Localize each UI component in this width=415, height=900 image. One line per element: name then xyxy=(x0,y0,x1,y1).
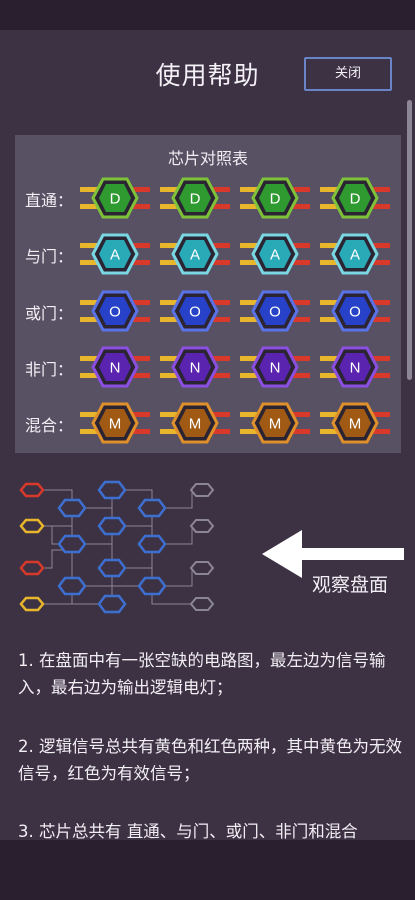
chip-reference-table: 芯片对照表 直通： 与门： 或门： 非门： 混合： D D D D A A A A O O O O N N… xyxy=(15,135,401,453)
chip-icon: O xyxy=(160,290,230,332)
row-label-not: 非门： xyxy=(25,360,74,379)
close-button[interactable]: 关闭 xyxy=(304,57,392,91)
chip-icon: O xyxy=(240,290,310,332)
instruction-3: 3. 芯片总共有 直通、与门、或门、非门和混合 xyxy=(18,822,358,841)
svg-text:O: O xyxy=(189,304,201,321)
bottom-area xyxy=(0,840,415,900)
svg-text:A: A xyxy=(350,247,360,264)
svg-text:N: N xyxy=(350,360,361,377)
instruction-1: 1. 在盘面中有一张空缺的电路图，最左边为信号输入，最右边为输出逻辑电灯； xyxy=(18,651,386,697)
left-arrow-icon xyxy=(262,530,404,578)
svg-text:A: A xyxy=(110,247,120,264)
svg-text:M: M xyxy=(269,416,282,433)
svg-text:A: A xyxy=(270,247,280,264)
chip-icon: D xyxy=(240,177,310,219)
page-title: 使用帮助 xyxy=(155,61,260,90)
svg-text:D: D xyxy=(110,191,121,208)
scrollbar[interactable] xyxy=(407,100,412,380)
svg-text:N: N xyxy=(270,360,281,377)
svg-text:O: O xyxy=(109,304,121,321)
chip-icon: D xyxy=(80,177,150,219)
chip-icon: A xyxy=(320,233,390,275)
row-label-pass: 直通： xyxy=(25,191,74,210)
svg-text:A: A xyxy=(190,247,200,264)
svg-text:M: M xyxy=(349,416,362,433)
status-area xyxy=(0,0,415,30)
svg-text:D: D xyxy=(190,191,201,208)
chip-icon: D xyxy=(160,177,230,219)
chip-icon: N xyxy=(160,346,230,388)
chip-icon: A xyxy=(80,233,150,275)
svg-text:D: D xyxy=(270,191,281,208)
chip-icon: N xyxy=(80,346,150,388)
chip-icon: M xyxy=(160,402,230,444)
row-label-and: 与门： xyxy=(25,247,74,266)
chip-icon: M xyxy=(320,402,390,444)
chip-icon: A xyxy=(160,233,230,275)
chip-icon: M xyxy=(80,402,150,444)
svg-text:N: N xyxy=(190,360,201,377)
chip-table-title: 芯片对照表 xyxy=(167,149,248,168)
chip-icon: N xyxy=(240,346,310,388)
svg-text:M: M xyxy=(189,416,202,433)
svg-text:D: D xyxy=(350,191,361,208)
instruction-2: 2. 逻辑信号总共有黄色和红色两种，其中黄色为无效信号，红色为有效信号； xyxy=(18,737,402,783)
chip-icon: O xyxy=(320,290,390,332)
row-label-mix: 混合： xyxy=(25,416,74,435)
circuit-board-preview xyxy=(19,480,215,614)
chip-icon: A xyxy=(240,233,310,275)
chip-icon: D xyxy=(320,177,390,219)
chip-icon: O xyxy=(80,290,150,332)
chip-icon: N xyxy=(320,346,390,388)
chip-icon: M xyxy=(240,402,310,444)
svg-text:N: N xyxy=(110,360,121,377)
svg-text:O: O xyxy=(269,304,281,321)
svg-text:O: O xyxy=(349,304,361,321)
row-label-or: 或门： xyxy=(25,304,74,323)
observe-board-label: 观察盘面 xyxy=(312,574,389,596)
svg-text:M: M xyxy=(109,416,122,433)
